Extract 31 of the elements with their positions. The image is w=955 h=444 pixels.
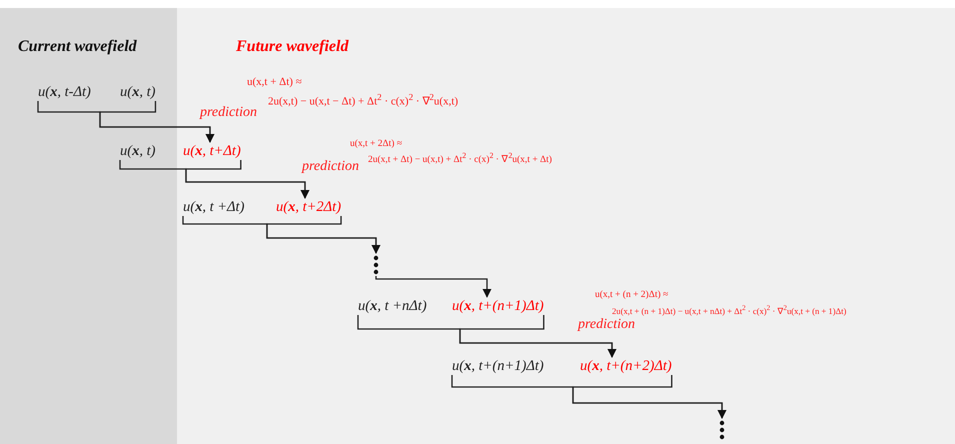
annotation-text: prediction bbox=[302, 159, 360, 175]
wavefield-term: u(x, t+(n+1)Δt) bbox=[452, 358, 544, 375]
ellipsis-dots bbox=[372, 254, 380, 276]
wavefield-term: u(x, t) bbox=[120, 143, 156, 160]
formula: 2u(x,t) − u(x,t − Δt) + Δt$^{2}$ · c(x)$^{2}$ · ∇$^{2}$u(x,t) bbox=[268, 92, 458, 108]
bracket-arrow bbox=[375, 276, 492, 298]
shaded-panel bbox=[177, 8, 955, 444]
shaded-panel bbox=[0, 8, 177, 444]
bracket-arrow bbox=[459, 315, 617, 358]
formula: 2u(x,t + (n + 1)Δt) − u(x,t + nΔt) + Δt$^{2}$ · c(x)$^{2}$ · ∇$^{2}$u(x,t + (n + 1)Δt) bbox=[612, 304, 846, 316]
bracket-arrow bbox=[266, 216, 381, 254]
formula: u(x,t + Δt) ≈ bbox=[247, 76, 302, 88]
formula: u(x,t + 2Δt) ≈ bbox=[350, 139, 402, 149]
formula: u(x,t + (n + 2)Δt) ≈ bbox=[595, 290, 668, 300]
annotation-text: prediction bbox=[578, 317, 636, 333]
annotation-text: prediction bbox=[200, 105, 258, 121]
wavefield-term: u(x, t+2Δt) bbox=[276, 199, 342, 216]
bracket-arrow bbox=[185, 160, 310, 199]
panel-heading: Future wavefield bbox=[236, 38, 348, 56]
bracket-arrow bbox=[99, 101, 215, 143]
wavefield-term: u(x, t+(n+2)Δt) bbox=[580, 358, 672, 375]
bracket-arrow bbox=[572, 375, 727, 419]
ellipsis-dots bbox=[718, 419, 726, 441]
wavefield-term: u(x, t+Δt) bbox=[183, 143, 241, 160]
wavefield-term: u(x, t +Δt) bbox=[183, 199, 244, 216]
panel-heading: Current wavefield bbox=[18, 38, 137, 56]
wavefield-term: u(x, t-Δt) bbox=[38, 84, 91, 101]
formula: 2u(x,t + Δt) − u(x,t) + Δt$^{2}$ · c(x)$^{2}$ · ∇$^{2}$u(x,t + Δt) bbox=[368, 151, 552, 166]
wavefield-term: u(x, t+(n+1)Δt) bbox=[452, 298, 544, 315]
wavefield-term: u(x, t) bbox=[120, 84, 156, 101]
wavefield-term: u(x, t +nΔt) bbox=[358, 298, 427, 315]
